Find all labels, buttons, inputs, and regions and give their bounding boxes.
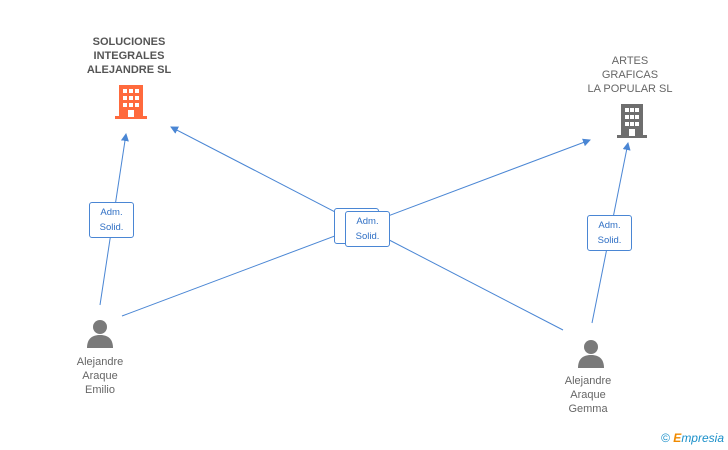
role-line1: Adm. — [100, 207, 123, 218]
role-line1: Adm. — [356, 216, 379, 227]
company-name-artes[interactable]: ARTES GRAFICAS LA POPULAR SL — [587, 55, 673, 95]
role-line1: Adm. — [598, 220, 621, 231]
empresia-watermark: © Empresia — [661, 431, 724, 445]
role-badge-emilio-soluciones[interactable]: Adm. Solid. — [89, 202, 134, 238]
copyright-symbol: © — [661, 431, 670, 445]
empresia-logo-initial: E — [673, 431, 682, 445]
person-icon[interactable] — [576, 338, 606, 373]
person-name-emilio[interactable]: Alejandre Araque Emilio — [76, 356, 124, 396]
role-line2: Solid. — [597, 235, 622, 246]
empresia-logo-text: mpresia — [681, 431, 724, 445]
role-badge-gemma-artes[interactable]: Adm. Solid. — [587, 215, 632, 251]
building-icon[interactable] — [617, 103, 647, 144]
building-icon[interactable] — [115, 84, 147, 125]
role-line2: Solid. — [355, 231, 380, 242]
role-line2: Solid. — [99, 222, 124, 233]
person-icon[interactable] — [85, 318, 115, 353]
person-name-gemma[interactable]: Alejandre Araque Gemma — [564, 375, 612, 415]
role-badge-emilio-artes[interactable]: Adm. Solid. — [345, 211, 390, 247]
company-name-soluciones[interactable]: SOLUCIONES INTEGRALES ALEJANDRE SL — [86, 36, 172, 76]
